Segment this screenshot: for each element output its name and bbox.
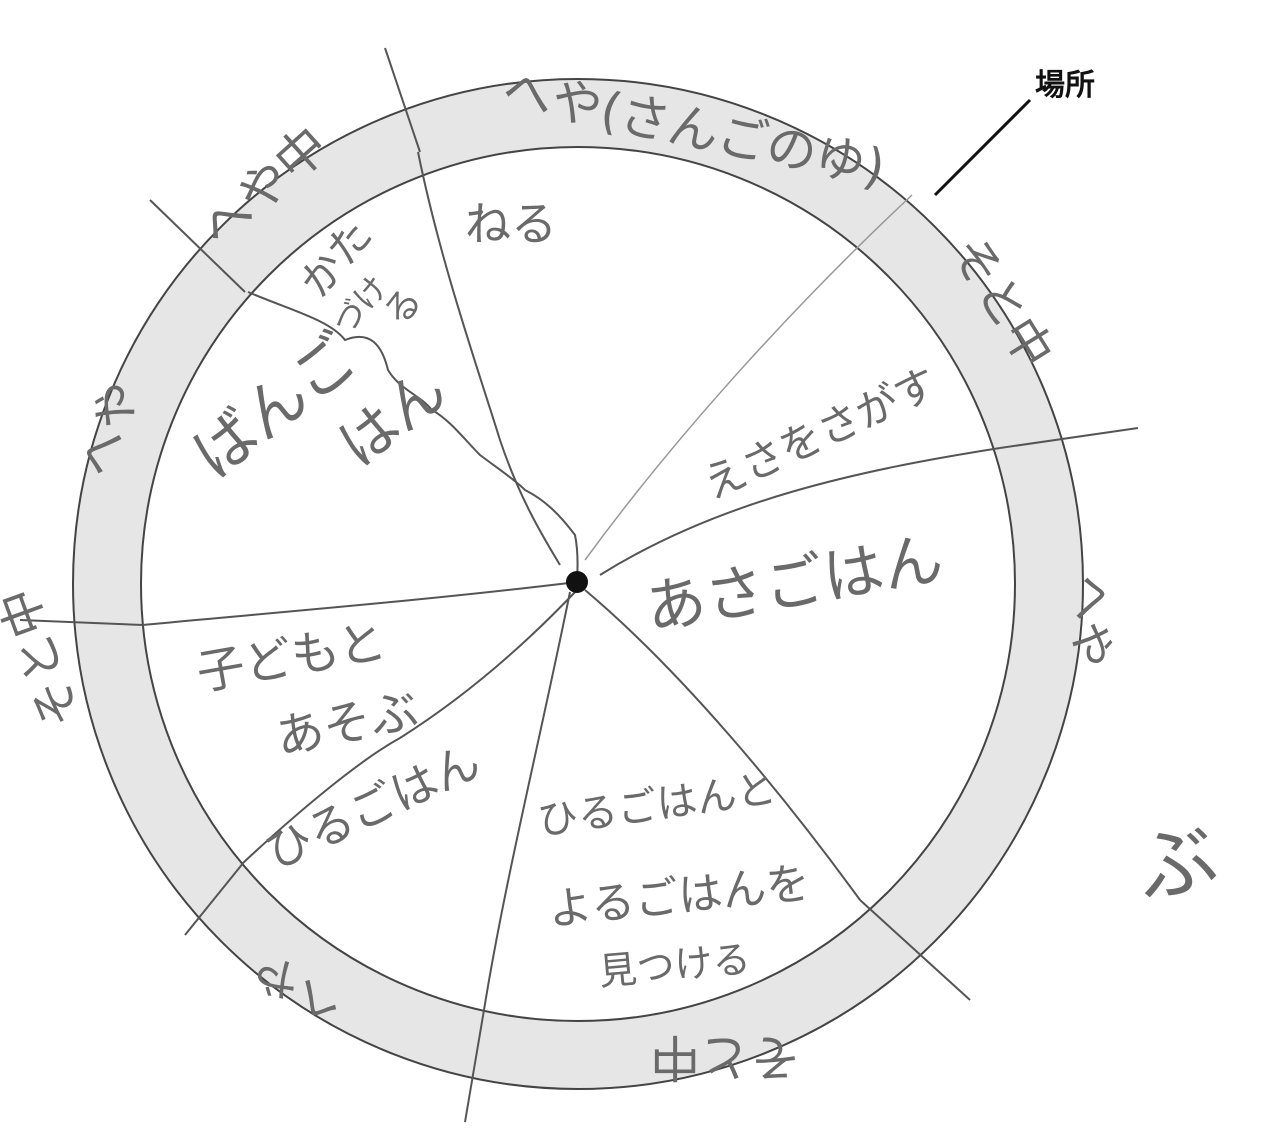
divider-neru-katazuke [417, 151, 561, 566]
ring-divider [999, 427, 1139, 449]
ring-divider [384, 47, 421, 153]
ring-label-bottom: そと中 [650, 1028, 800, 1086]
inner-dividers [142, 151, 1001, 1011]
divider-esa-neru [584, 194, 913, 561]
divider-kodomo-hirugohan [243, 589, 578, 863]
ring-divider [184, 861, 245, 936]
ring-divider [859, 899, 971, 1001]
divider-hirugohan-hiruyoru [483, 591, 571, 1011]
ring-divider [19, 619, 144, 626]
divider-hiruyoru-asagohan [584, 589, 861, 901]
ring-dividers [19, 47, 1139, 1123]
ring-divider [149, 199, 246, 293]
callout: 場所 [933, 69, 1095, 197]
margin-note: ぶ [1126, 808, 1227, 919]
callout-leader-line [933, 98, 1032, 197]
ring-label-right: へや [1064, 575, 1118, 667]
ring-divider [464, 1009, 485, 1123]
divider-katazuke-bangohan [247, 291, 579, 581]
divider-bangohan-kodomo [142, 581, 578, 626]
section-neru: ねる [465, 197, 557, 251]
divider-asagohan-esa [599, 447, 1001, 576]
callout-label: 場所 [1035, 69, 1095, 102]
center-dot [566, 571, 588, 593]
